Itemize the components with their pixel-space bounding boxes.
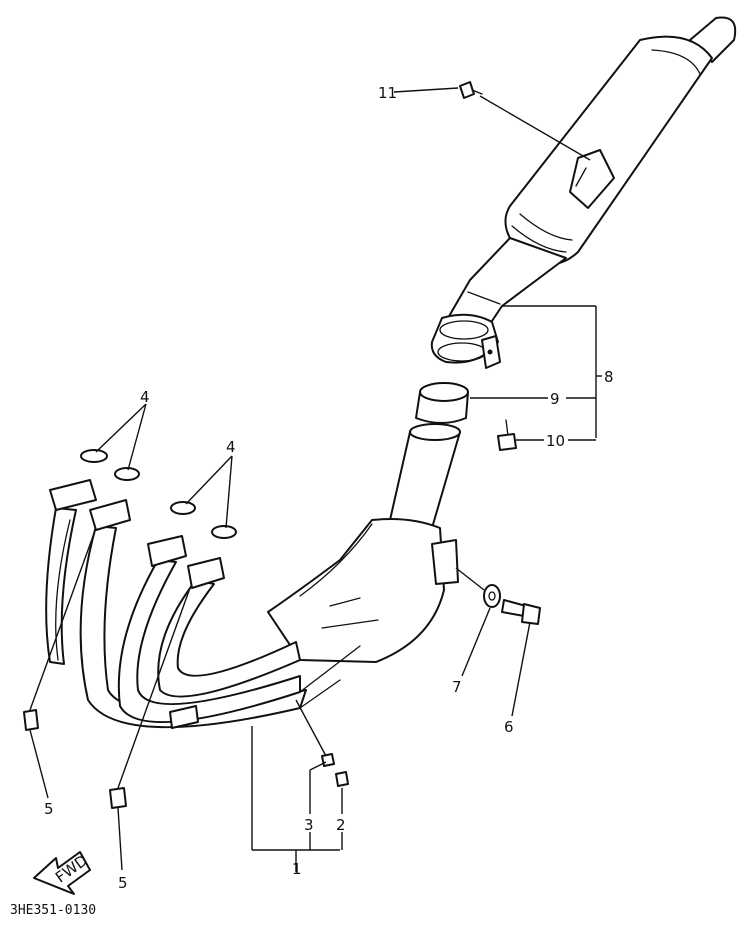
nuts [23,709,127,809]
callout-11: 11 [378,84,397,102]
callout-1: 1 [292,860,302,878]
gasket-ring [415,382,469,424]
callout-labels: 11 8 9 10 4 4 7 6 5 5 3 2 1 [44,84,614,892]
callout-6: 6 [504,718,514,736]
clamp [430,313,501,369]
muffler [447,16,737,331]
callout-2: 2 [336,816,346,834]
forward-arrow-icon: FWD [33,851,91,895]
callout-5b: 5 [118,874,128,892]
diagram-code: 3HE351-0130 [10,903,96,918]
callout-3: 3 [304,816,314,834]
clamp-bolt [497,419,517,451]
screw-and-washer [321,753,349,787]
callout-4b: 4 [226,438,236,456]
callout-4a: 4 [140,388,150,406]
callout-9: 9 [550,390,560,408]
washer [483,584,501,608]
muffler-bolt [459,81,483,99]
callout-10: 10 [546,432,565,450]
mount-bolt [501,599,541,625]
leader-lines [29,87,602,872]
gaskets [80,449,237,539]
exhaust-header-assembly [45,423,461,729]
callout-8: 8 [604,368,614,386]
callout-5a: 5 [44,800,54,818]
callout-7: 7 [452,678,462,696]
